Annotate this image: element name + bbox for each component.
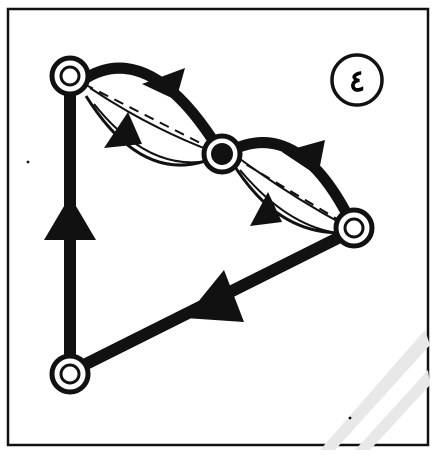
node-top-left	[52, 58, 88, 94]
edge-bottom	[70, 232, 350, 372]
speck	[349, 417, 352, 420]
node-middle	[204, 136, 240, 172]
panel-label-text: ٤	[349, 64, 365, 99]
speck	[27, 161, 30, 164]
panel-label: ٤	[332, 55, 382, 105]
node-bottom-left	[52, 356, 88, 392]
edge-left	[44, 90, 96, 372]
watermark	[320, 330, 430, 450]
loop-edge-2	[232, 140, 352, 234]
arrow-right-icon	[250, 192, 282, 226]
arrow-up-icon	[44, 196, 96, 240]
node-right	[336, 210, 372, 246]
loop-edge-1	[84, 68, 218, 165]
